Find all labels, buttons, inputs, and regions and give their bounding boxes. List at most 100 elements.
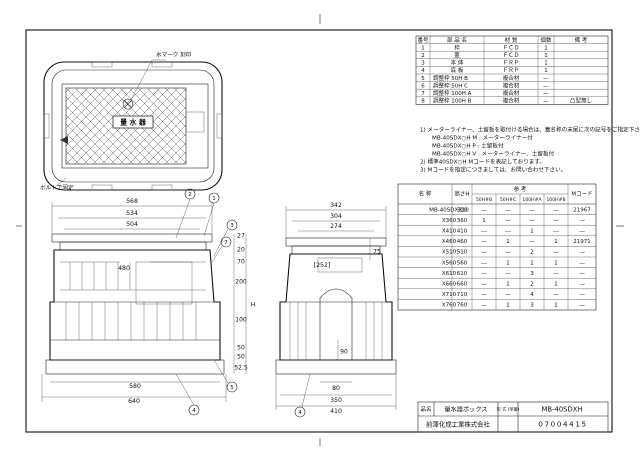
side-frame-top xyxy=(285,237,387,247)
spec-cell-0-0: MB-40SDX310 xyxy=(429,207,469,213)
spec-subheader-1: 50H#C xyxy=(500,197,516,203)
dim-342: 342 xyxy=(330,202,342,209)
spec-subheader-3: 100H#B xyxy=(546,197,565,203)
dim-80: 80 xyxy=(332,385,340,392)
spec-cell-3-4: ― xyxy=(529,239,535,245)
spec-cell-4-4: 2 xyxy=(530,250,534,256)
parts-cell-7-0: 8 xyxy=(421,99,425,105)
spec-cell-1-2: 1 xyxy=(482,218,486,224)
parts-cell-5-3: ― xyxy=(543,83,549,89)
parts-cell-5-0: 6 xyxy=(421,83,425,89)
spec-cell-3-6: 21971 xyxy=(573,239,591,245)
plan-view: 量 水 器 水マーク 刻印 ボルトで固定 xyxy=(40,51,223,192)
spec-cell-9-5: 1 xyxy=(554,303,558,309)
spec-cell-0-6: 21967 xyxy=(573,207,591,213)
dim-410: 410 xyxy=(330,408,342,415)
parts-header-1: 部 品 名 xyxy=(447,36,467,44)
spec-header-mcode: Mコード xyxy=(571,191,592,198)
spec-cell-1-4: ― xyxy=(529,218,535,224)
svg-text:4: 4 xyxy=(192,408,196,414)
spec-cell-4-3: ― xyxy=(505,250,511,256)
callout-3: 3 xyxy=(213,219,238,257)
spec-cell-3-2: ― xyxy=(481,239,487,245)
side-view: 342 304 274 [252] 75 90 80 350 410 4 xyxy=(275,202,397,418)
spec-cell-0-1: 310 xyxy=(457,207,468,213)
front-ribs xyxy=(65,262,197,340)
parts-cell-1-2: ＦＣＤ xyxy=(503,52,520,59)
lid-name-text: 量 水 器 xyxy=(120,118,147,127)
title-name-label: 品名 xyxy=(420,405,431,413)
title-model-label: 形 式 (型番) xyxy=(497,406,520,413)
spec-cell-7-4: 2 xyxy=(530,282,534,288)
front-view: 568 534 504 480 580 640 27 20 70 200 xyxy=(41,188,255,416)
note-2: 2) 標準40SDX○H Mコードを表記しております。 xyxy=(420,158,545,166)
spec-cell-1-5: ― xyxy=(553,218,559,224)
side-ribs xyxy=(289,302,383,360)
spec-cell-4-5: ― xyxy=(553,250,559,256)
label-bolt: ボルトで固定 xyxy=(40,184,74,192)
spec-cell-6-1: 610 xyxy=(457,271,468,277)
spec-cell-2-4: 1 xyxy=(530,229,534,235)
svg-text:2: 2 xyxy=(188,192,192,198)
spec-cell-9-6: ― xyxy=(579,303,585,309)
side-base-plate xyxy=(275,359,397,375)
spec-cell-5-5: 1 xyxy=(554,260,558,266)
spec-cell-4-0: X510 xyxy=(442,250,457,256)
spec-cell-1-0: X360 xyxy=(442,218,457,224)
spec-cell-8-4: 4 xyxy=(530,292,534,298)
spec-cell-7-6: ― xyxy=(579,282,585,288)
water-mark-icon xyxy=(122,98,134,110)
parts-cell-7-4: 凸型無し xyxy=(570,97,592,105)
parts-cell-5-2: 複合材 xyxy=(503,81,520,89)
title-model: MB-40SDXH xyxy=(542,406,583,414)
spec-cell-7-1: 660 xyxy=(457,282,468,288)
spec-cell-5-6: ― xyxy=(579,260,585,266)
front-base-plate xyxy=(45,359,225,375)
parts-header-0: 番号 xyxy=(417,37,429,44)
spec-cell-2-0: X410 xyxy=(442,229,457,235)
spec-cell-2-2: ― xyxy=(481,229,487,235)
spec-header-ref: 参 考 xyxy=(514,185,527,193)
spec-cell-9-3: 1 xyxy=(506,303,510,309)
spec-cell-6-3: ― xyxy=(505,271,511,277)
parts-cell-3-3: 1 xyxy=(544,68,548,74)
parts-cell-2-2: ＦＲＰ xyxy=(503,60,520,67)
notes: 1) メーターライナー、土留板を取付ける場合は、蓋名称の末尾に次の記号をご指定下… xyxy=(420,126,640,174)
dim-20: 20 xyxy=(237,247,245,254)
callout-5: 5 xyxy=(213,359,238,393)
spec-cell-2-3: ― xyxy=(505,229,511,235)
spec-cell-8-1: 710 xyxy=(457,292,468,298)
spec-cell-3-1: 460 xyxy=(457,239,468,245)
spec-cell-3-0: X460 xyxy=(442,239,457,245)
arrow-icon xyxy=(60,136,68,144)
spec-cell-5-1: 560 xyxy=(457,260,468,266)
spec-cell-8-6: ― xyxy=(579,292,585,298)
parts-cell-6-2: 複合材 xyxy=(503,89,520,97)
parts-cell-3-0: 4 xyxy=(421,68,425,74)
dim-100: 100 xyxy=(235,317,247,324)
pipe-opening xyxy=(319,288,353,360)
note-3: 3) Mコードを指定につきましては、お問い合わせ下さい。 xyxy=(420,166,566,174)
callout-2: 2 xyxy=(175,188,196,239)
parts-cell-4-0: 5 xyxy=(421,76,425,82)
parts-cell-2-0: 3 xyxy=(421,61,425,67)
dim-568: 568 xyxy=(126,198,138,205)
spec-cell-6-6: ― xyxy=(579,271,585,277)
svg-text:1: 1 xyxy=(212,196,216,202)
parts-cell-4-2: 複合材 xyxy=(503,74,520,82)
dim-274: 274 xyxy=(330,223,342,230)
spec-cell-8-2: ― xyxy=(481,292,487,298)
dim-52-5: 52.5 xyxy=(234,365,248,372)
spec-cell-5-3: 1 xyxy=(506,260,510,266)
spec-cell-5-2: ― xyxy=(481,260,487,266)
spec-cell-2-1: 410 xyxy=(457,229,468,235)
dim-70: 70 xyxy=(237,259,245,266)
hinge-area xyxy=(185,111,205,133)
title-company: 前澤化成工業株式会社 xyxy=(426,420,491,429)
spec-cell-3-3: 1 xyxy=(506,239,510,245)
spec-cell-0-3: ― xyxy=(505,207,511,213)
spec-cell-7-5: 1 xyxy=(554,282,558,288)
spec-cell-5-4: 1 xyxy=(530,260,534,266)
